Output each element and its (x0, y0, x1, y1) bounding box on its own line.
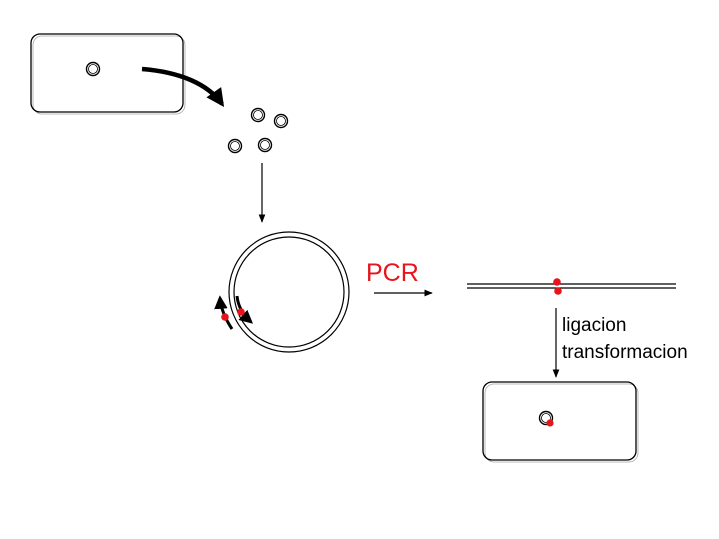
transformation-label: transformacion (562, 342, 688, 363)
pcr-label: PCR (366, 259, 419, 287)
destination-cell (482, 381, 639, 463)
plasmid-template (228, 231, 350, 353)
ligation-label: ligacion (562, 315, 626, 336)
mutagenic-primer-left (214, 295, 234, 330)
linear-pcr-product (467, 278, 676, 295)
plasmid-copy (257, 137, 273, 153)
mutagenic-primer-right (235, 295, 254, 324)
plasmid-copy (250, 107, 266, 123)
isolated-plasmids (227, 107, 289, 154)
extraction-arrow (141, 66, 225, 107)
source-cell (30, 33, 186, 115)
mutated-plasmid (538, 410, 554, 427)
plasmid-copy (227, 138, 243, 154)
plasmid-copy (273, 113, 289, 129)
source-plasmid (85, 61, 101, 77)
